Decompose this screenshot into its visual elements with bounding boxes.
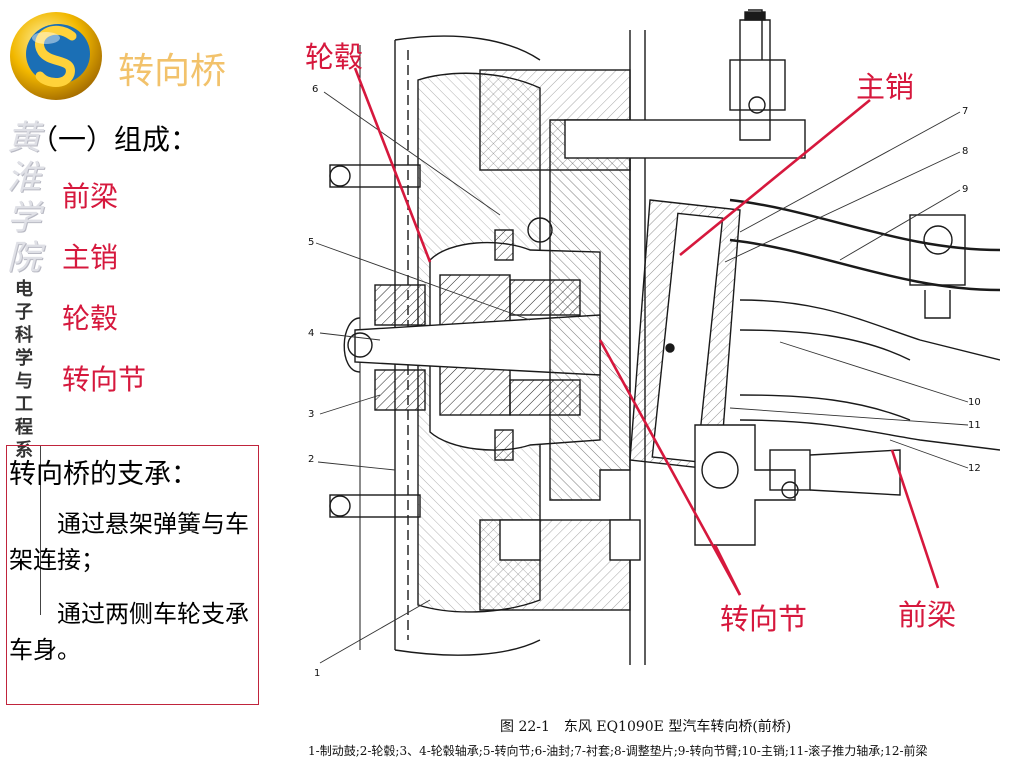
brand-char: 学 bbox=[7, 198, 41, 238]
dept-char: 子 bbox=[15, 302, 33, 323]
part-number: 3 bbox=[308, 409, 314, 420]
support-box: 转向桥的支承： 通过悬架弹簧与车架连接； 通过两侧车轮支承车身。 bbox=[6, 445, 259, 705]
callout-front-beam: 前梁 bbox=[898, 598, 957, 632]
callout-hub: 轮毂 bbox=[305, 40, 364, 74]
support-text-frame: 通过悬架弹簧与车架连接； bbox=[9, 510, 249, 574]
list-item-hub: 轮毂 bbox=[62, 302, 119, 335]
callout-kingpin: 主销 bbox=[856, 70, 915, 104]
dept-char: 程 bbox=[15, 417, 33, 438]
part-number: 6 bbox=[312, 84, 318, 95]
college-logo-icon bbox=[10, 12, 102, 100]
dept-char: 电 bbox=[15, 279, 33, 300]
callout-knuckle: 转向节 bbox=[720, 602, 808, 636]
divider bbox=[40, 445, 41, 615]
support-text-wheels: 通过两侧车轮支承车身。 bbox=[9, 600, 249, 664]
component-list: 前梁 主销 轮毂 转向节 bbox=[62, 172, 146, 416]
part-number: 5 bbox=[308, 237, 314, 248]
part-number: 12 bbox=[968, 463, 981, 474]
support-title: 转向桥的支承： bbox=[9, 459, 198, 490]
brand-char: 黄 bbox=[7, 118, 41, 158]
dept-char: 科 bbox=[15, 325, 33, 346]
list-item-knuckle: 转向节 bbox=[62, 363, 147, 396]
part-number: 10 bbox=[968, 397, 981, 408]
dept-char: 学 bbox=[15, 348, 33, 369]
list-item-front-beam: 前梁 bbox=[62, 180, 119, 213]
part-number: 11 bbox=[968, 420, 981, 431]
part-number: 2 bbox=[308, 454, 314, 465]
steering-axle-diagram: 6 5 4 3 2 1 7 8 9 10 11 12 bbox=[308, 9, 1000, 679]
college-name-vertical: 黄 淮 学 院 电 子 科 学 与 工 程 系 bbox=[2, 118, 46, 462]
figure-legend: 1-制动鼓;2-轮毂;3、4-轮毂轴承;5-转向节;6-油封;7-衬套;8-调整… bbox=[308, 744, 928, 758]
part-number: 8 bbox=[962, 146, 968, 157]
section-heading: （一）组成： bbox=[30, 123, 199, 156]
part-number: 7 bbox=[962, 106, 968, 117]
figure-caption: 图 22-1 东风 EQ1090E 型汽车转向桥(前桥) bbox=[500, 719, 792, 735]
part-number: 4 bbox=[308, 328, 314, 339]
part-number: 9 bbox=[962, 184, 968, 195]
part-number: 1 bbox=[314, 668, 320, 679]
brand-char: 淮 bbox=[7, 158, 41, 198]
dept-char: 工 bbox=[15, 394, 33, 415]
page-title: 转向桥 bbox=[118, 51, 227, 92]
dept-char: 与 bbox=[15, 371, 33, 392]
list-item-kingpin: 主销 bbox=[62, 241, 119, 274]
brand-char: 院 bbox=[7, 238, 41, 278]
